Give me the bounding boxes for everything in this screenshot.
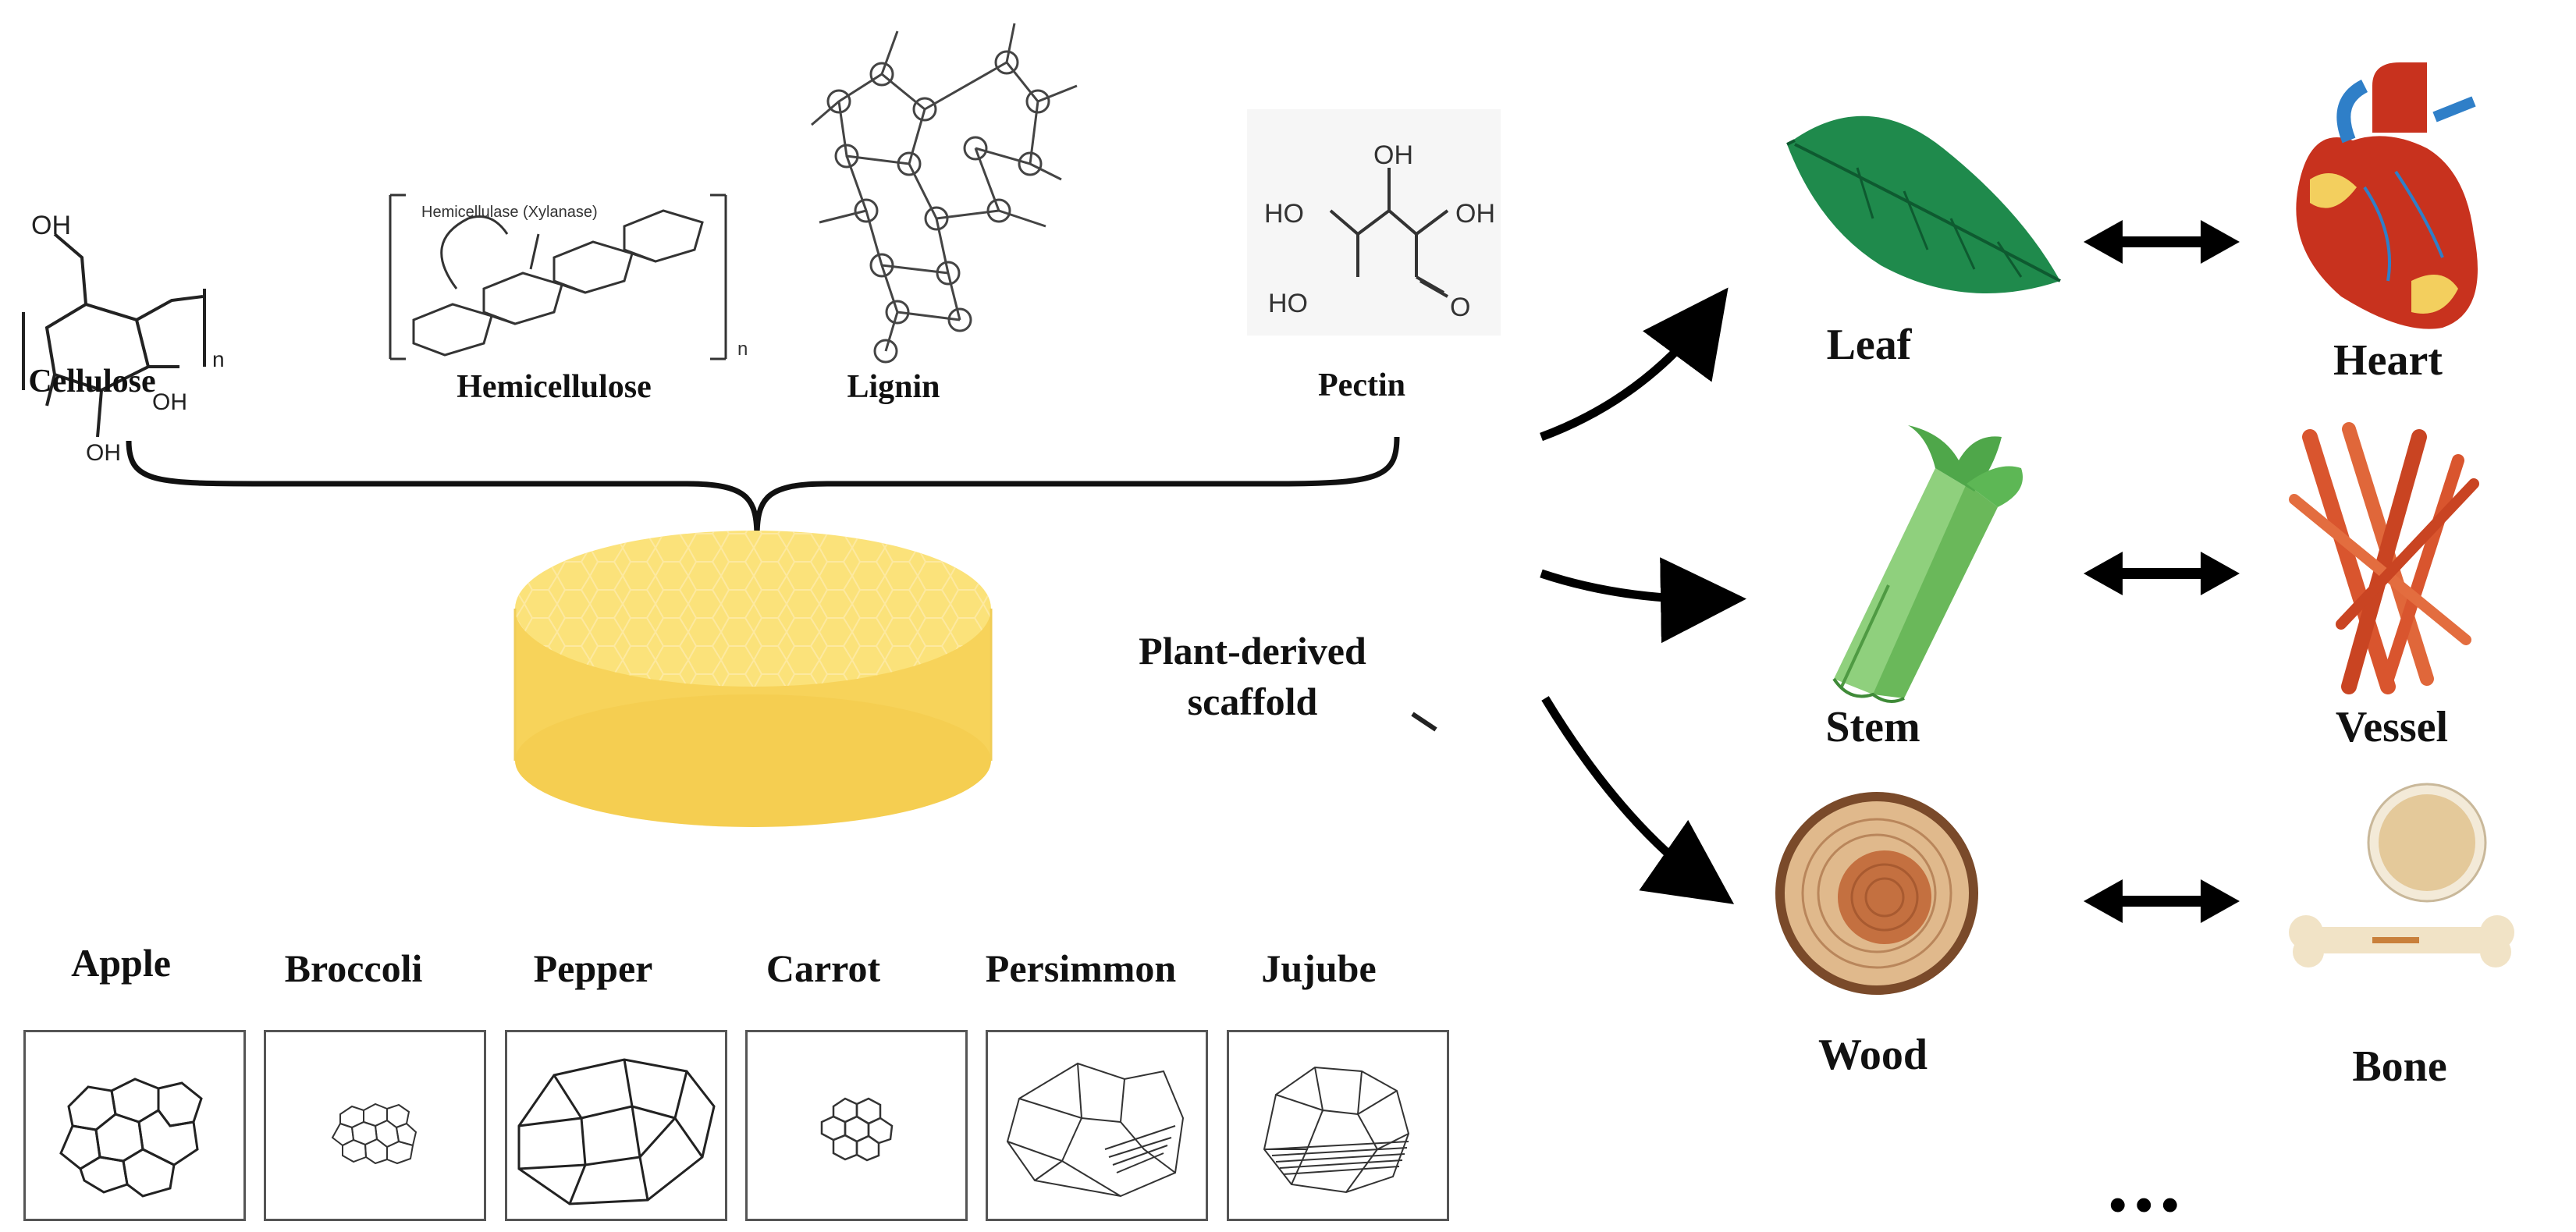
cellulose-n: n (212, 347, 225, 371)
celery-stem-icon (1832, 425, 2023, 703)
label-persimmon: Persimmon (985, 946, 1177, 990)
label-pectin: Pectin (1318, 367, 1405, 403)
hemicellulose-n: n (737, 339, 748, 360)
arrow-to-stem (1540, 557, 1746, 644)
arrow-to-wood (1541, 696, 1735, 904)
label-vessel: Vessel (2335, 703, 2449, 751)
pectin-oh-right: OH (1455, 199, 1495, 229)
double-arrow-leaf-heart (2084, 220, 2240, 264)
lignin-structure (811, 23, 1078, 364)
label-leaf: Leaf (1826, 321, 1912, 369)
scaffold-cylinder (513, 531, 993, 827)
label-broccoli: Broccoli (284, 946, 423, 990)
label-apple: Apple (71, 941, 171, 985)
leaf-icon (1786, 115, 2061, 293)
scaffold-label-line2: scaffold (1187, 680, 1318, 723)
pectin-structure (1247, 109, 1501, 336)
carrot-cells-icon (820, 1097, 894, 1162)
label-heart: Heart (2333, 336, 2443, 385)
cellulose-oh-bottom: OH (86, 440, 121, 466)
double-arrow-wood-bone (2084, 879, 2240, 923)
scaffold-pointer (1411, 712, 1437, 732)
persimmon-cells-icon (1006, 1062, 1185, 1198)
pectin-oh-top: OH (1373, 140, 1413, 170)
microstructure-jujube (1227, 1030, 1449, 1221)
pectin-ho-left: HO (1264, 199, 1304, 229)
double-arrow-stem-vessel (2084, 552, 2240, 595)
microstructure-apple (23, 1030, 246, 1221)
cellulose-oh-top: OH (31, 211, 71, 240)
hemicellulose-structure (389, 193, 727, 360)
label-jujube: Jujube (1261, 946, 1377, 990)
jujube-cells-icon (1263, 1066, 1410, 1194)
label-hemicellulose: Hemicellulose (457, 369, 652, 405)
hemicellulose-note: Hemicellulase (Xylanase) (421, 204, 598, 221)
pectin-ho-bottom: HO (1268, 289, 1308, 318)
label-pepper: Pepper (533, 946, 653, 990)
blood-vessel-icon (2289, 422, 2479, 694)
label-stem: Stem (1825, 703, 1920, 751)
wood-cross-section-icon (1775, 792, 1978, 995)
heart-icon (2296, 62, 2478, 329)
bone-icon (2289, 783, 2514, 967)
cellulose-structure (22, 233, 206, 438)
microstructure-broccoli (264, 1030, 486, 1221)
grouping-brace (126, 436, 1400, 539)
microstructure-carrot (745, 1030, 968, 1221)
arrow-to-leaf (1540, 287, 1729, 442)
ellipsis: ... (2107, 1134, 2186, 1230)
label-carrot: Carrot (766, 946, 881, 990)
microstructure-pepper (505, 1030, 727, 1221)
pepper-cells-icon (517, 1058, 716, 1205)
cellulose-oh-right: OH (152, 389, 187, 415)
apple-cells-icon (59, 1078, 203, 1198)
pectin-o: O (1450, 293, 1470, 322)
label-bone: Bone (2352, 1042, 2447, 1091)
label-wood: Wood (1817, 1031, 1928, 1079)
microstructure-persimmon (986, 1030, 1208, 1221)
label-lignin: Lignin (847, 369, 940, 405)
scaffold-label-line1: Plant-derived (1139, 629, 1366, 673)
label-cellulose: Cellulose (28, 364, 156, 399)
broccoli-cells-icon (331, 1102, 417, 1165)
